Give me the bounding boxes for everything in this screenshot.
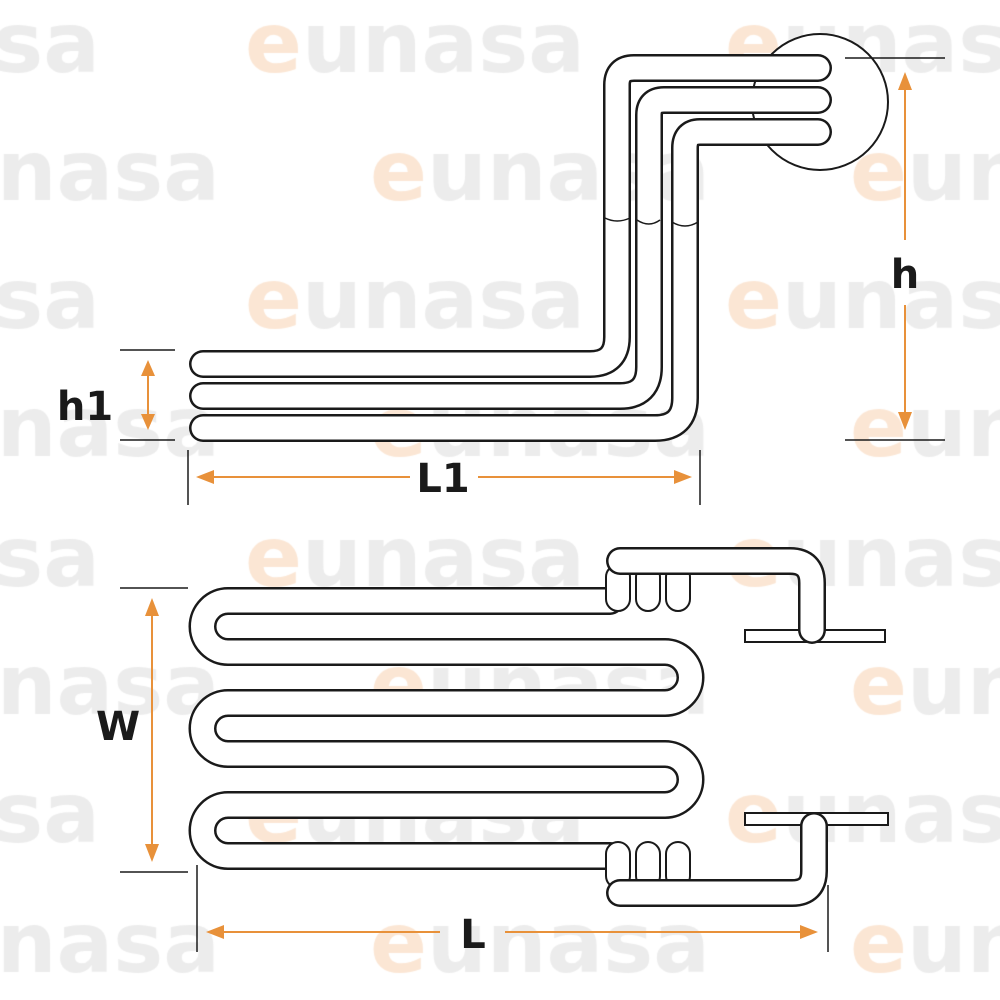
label-L1: L1 [416, 456, 469, 502]
label-W: W [96, 704, 140, 750]
tube-joint-marks [604, 217, 699, 227]
coil-top [605, 564, 691, 612]
dimension-h: h [845, 57, 945, 441]
serpentine-tube [188, 587, 705, 870]
label-L: L [460, 912, 486, 958]
dimension-W: W [96, 587, 188, 873]
terminal-bottom [606, 812, 828, 907]
label-h: h [891, 252, 919, 298]
tube-2 [189, 86, 832, 410]
label-h1: h1 [57, 384, 113, 430]
plan-view-element [188, 547, 889, 907]
coil-bottom [605, 841, 691, 889]
side-view-element [189, 33, 889, 442]
tube-3 [189, 118, 832, 442]
tube-1 [189, 54, 832, 378]
dimension-L1: L1 [187, 450, 701, 505]
dimension-h1: h1 [57, 349, 175, 441]
dimension-L: L [196, 865, 829, 958]
terminal-top [606, 547, 826, 644]
